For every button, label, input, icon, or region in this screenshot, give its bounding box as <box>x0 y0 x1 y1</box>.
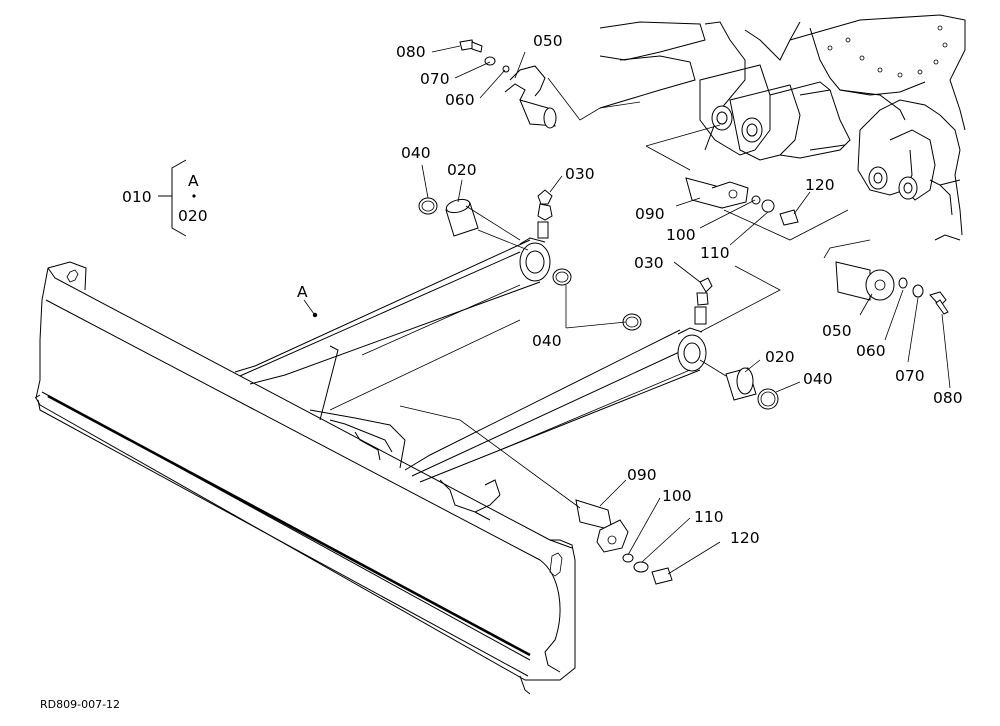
label-110-middle: 110 <box>700 244 730 262</box>
label-090-lower: 090 <box>627 466 657 484</box>
label-040-upper: 040 <box>401 144 431 162</box>
dozer-blade <box>34 261 576 695</box>
label-080-right: 080 <box>933 389 963 407</box>
label-020-right: 020 <box>765 348 795 366</box>
pin-group-middle <box>685 177 799 226</box>
callout-labels: 080 070 060 050 040 020 030 010 020 A A … <box>40 32 963 711</box>
pin-group-lower <box>575 499 673 585</box>
lift-arm-right <box>404 327 707 521</box>
label-090-middle: 090 <box>635 205 665 223</box>
label-020-assembly: 020 <box>178 207 208 225</box>
label-110-lower: 110 <box>694 508 724 526</box>
grease-nipple-right <box>694 277 713 325</box>
assembly-a-marker-dot <box>312 312 318 318</box>
label-100-middle: 100 <box>666 226 696 244</box>
label-100-lower: 100 <box>662 487 692 505</box>
assembly-bracket <box>158 159 196 237</box>
label-060-right: 060 <box>856 342 886 360</box>
label-030-right: 030 <box>634 254 664 272</box>
tractor-frame <box>599 14 966 241</box>
label-040-right: 040 <box>803 370 833 388</box>
label-050-top: 050 <box>533 32 563 50</box>
label-a-assembly: A <box>188 172 199 190</box>
pin-group-top <box>459 39 557 129</box>
pin-group-right <box>835 261 949 315</box>
label-050-right: 050 <box>822 322 852 340</box>
drawing-reference-number: RD809-007-12 <box>40 698 120 711</box>
label-040-middle: 040 <box>532 332 562 350</box>
assembly-lines <box>329 77 871 509</box>
label-060-top: 060 <box>445 91 475 109</box>
label-070-top: 070 <box>420 70 450 88</box>
lift-arm-left <box>234 237 551 469</box>
label-010: 010 <box>122 188 152 206</box>
bushing-right <box>725 367 757 401</box>
bushing-left <box>445 198 479 237</box>
leader-lines <box>303 45 951 575</box>
label-120-middle: 120 <box>805 176 835 194</box>
label-a-blade: A <box>297 283 308 301</box>
label-020-upper: 020 <box>447 161 477 179</box>
grease-nipple-left <box>537 189 553 239</box>
label-080-top: 080 <box>396 43 426 61</box>
label-030-upper: 030 <box>565 165 595 183</box>
label-120-lower: 120 <box>730 529 760 547</box>
label-070-right: 070 <box>895 367 925 385</box>
